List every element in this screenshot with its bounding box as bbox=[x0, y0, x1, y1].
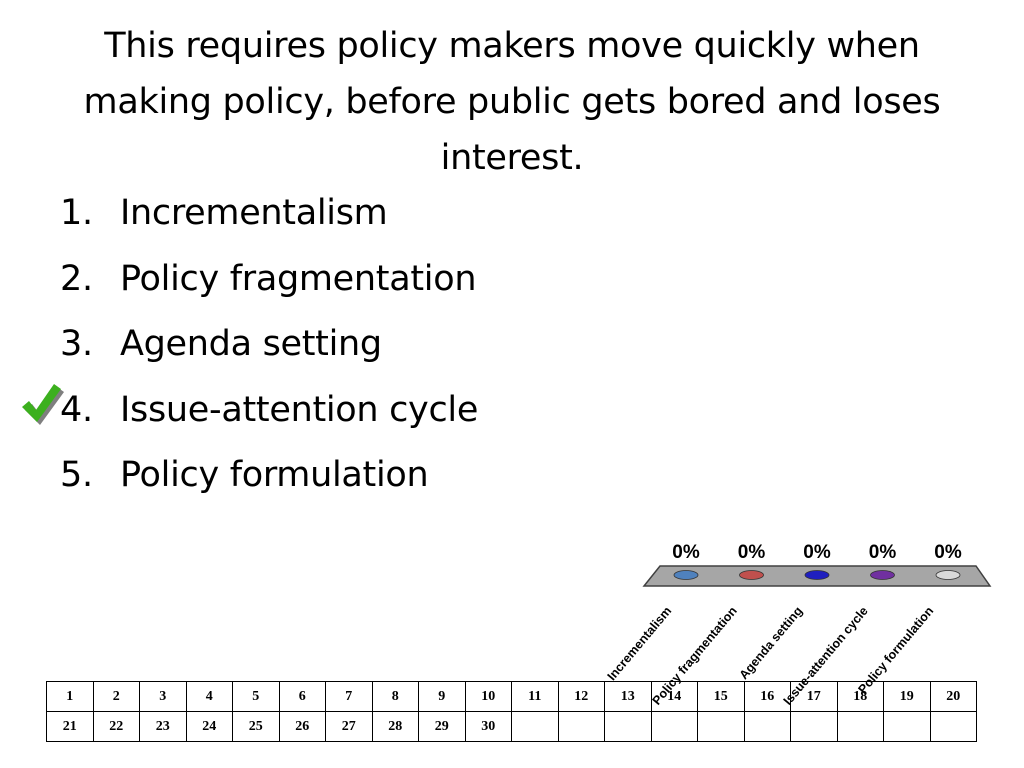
grid-cell: 26 bbox=[278, 711, 326, 742]
option-number: 5. bbox=[60, 455, 93, 495]
answer-options-list: 1. Incrementalism 2. Policy fragmentatio… bbox=[60, 185, 760, 513]
grid-cell: 13 bbox=[604, 681, 652, 712]
grid-cell bbox=[650, 711, 698, 742]
grid-cell: 14 bbox=[650, 681, 698, 712]
grid-cell: 4 bbox=[185, 681, 233, 712]
grid-cell: 19 bbox=[883, 681, 931, 712]
bar-value-label: 0% bbox=[672, 542, 700, 563]
grid-cell: 16 bbox=[743, 681, 791, 712]
grid-cell: 28 bbox=[371, 711, 419, 742]
grid-cell: 5 bbox=[232, 681, 280, 712]
bar-base bbox=[739, 570, 764, 580]
grid-cell bbox=[511, 711, 559, 742]
grid-cell: 22 bbox=[92, 711, 140, 742]
answer-option-5[interactable]: 5. Policy formulation bbox=[60, 447, 760, 513]
category-label: Agenda setting bbox=[737, 604, 806, 682]
grid-cell bbox=[836, 711, 884, 742]
question-title: This requires policy makers move quickly… bbox=[83, 26, 941, 178]
bar-value-label: 0% bbox=[869, 542, 897, 563]
bar-base bbox=[870, 570, 895, 580]
grid-cell: 2 bbox=[92, 681, 140, 712]
bar-base bbox=[673, 570, 699, 580]
grid-cell: 15 bbox=[697, 681, 745, 712]
grid-cell bbox=[697, 711, 745, 742]
grid-cell: 24 bbox=[185, 711, 233, 742]
option-number: 4. bbox=[60, 389, 93, 430]
bar-value-label: 0% bbox=[803, 542, 831, 563]
grid-cell: 3 bbox=[139, 681, 187, 712]
category-label: Incrementalism bbox=[605, 604, 675, 683]
grid-cell: 8 bbox=[371, 681, 419, 712]
grid-cell bbox=[883, 711, 931, 742]
grid-cell: 21 bbox=[46, 711, 94, 742]
bar-value-label: 0% bbox=[738, 542, 766, 563]
grid-cell: 11 bbox=[511, 681, 559, 712]
grid-cell: 27 bbox=[325, 711, 373, 742]
grid-cell: 30 bbox=[464, 711, 512, 742]
grid-cell: 10 bbox=[464, 681, 512, 712]
grid-cell: 9 bbox=[418, 681, 466, 712]
option-text: Policy formulation bbox=[120, 455, 429, 495]
bar-base bbox=[804, 570, 830, 580]
bar-value-label: 0% bbox=[934, 542, 962, 563]
option-number: 3. bbox=[60, 324, 93, 364]
grid-cell: 18 bbox=[836, 681, 884, 712]
grid-cell: 17 bbox=[790, 681, 838, 712]
grid-cell bbox=[743, 711, 791, 742]
chart-platform bbox=[642, 565, 992, 587]
option-text: Agenda setting bbox=[120, 324, 382, 364]
checkmark-icon bbox=[22, 384, 64, 425]
grid-cell bbox=[604, 711, 652, 742]
grid-cell: 23 bbox=[139, 711, 187, 742]
grid-cell: 29 bbox=[418, 711, 466, 742]
grid-cell: 6 bbox=[278, 681, 326, 712]
answer-option-1[interactable]: 1. Incrementalism bbox=[60, 185, 760, 251]
grid-cell bbox=[790, 711, 838, 742]
grid-cell bbox=[557, 711, 605, 742]
option-text: Incrementalism bbox=[120, 193, 388, 233]
option-number: 2. bbox=[60, 258, 93, 299]
answer-option-3[interactable]: 3. Agenda setting bbox=[60, 316, 760, 382]
bar-base bbox=[935, 570, 961, 580]
grid-cell: 7 bbox=[325, 681, 373, 712]
option-text: Issue-attention cycle bbox=[120, 389, 479, 430]
answer-option-2[interactable]: 2. Policy fragmentation bbox=[60, 251, 760, 317]
option-text: Policy fragmentation bbox=[120, 258, 477, 299]
grid-cell: 12 bbox=[557, 681, 605, 712]
grid-cell: 20 bbox=[929, 681, 977, 712]
answer-option-4[interactable]: 4. Issue-attention cycle bbox=[60, 382, 760, 448]
grid-cell: 25 bbox=[232, 711, 280, 742]
option-number: 1. bbox=[60, 193, 93, 233]
grid-cell: 1 bbox=[46, 681, 94, 712]
grid-cell bbox=[929, 711, 977, 742]
